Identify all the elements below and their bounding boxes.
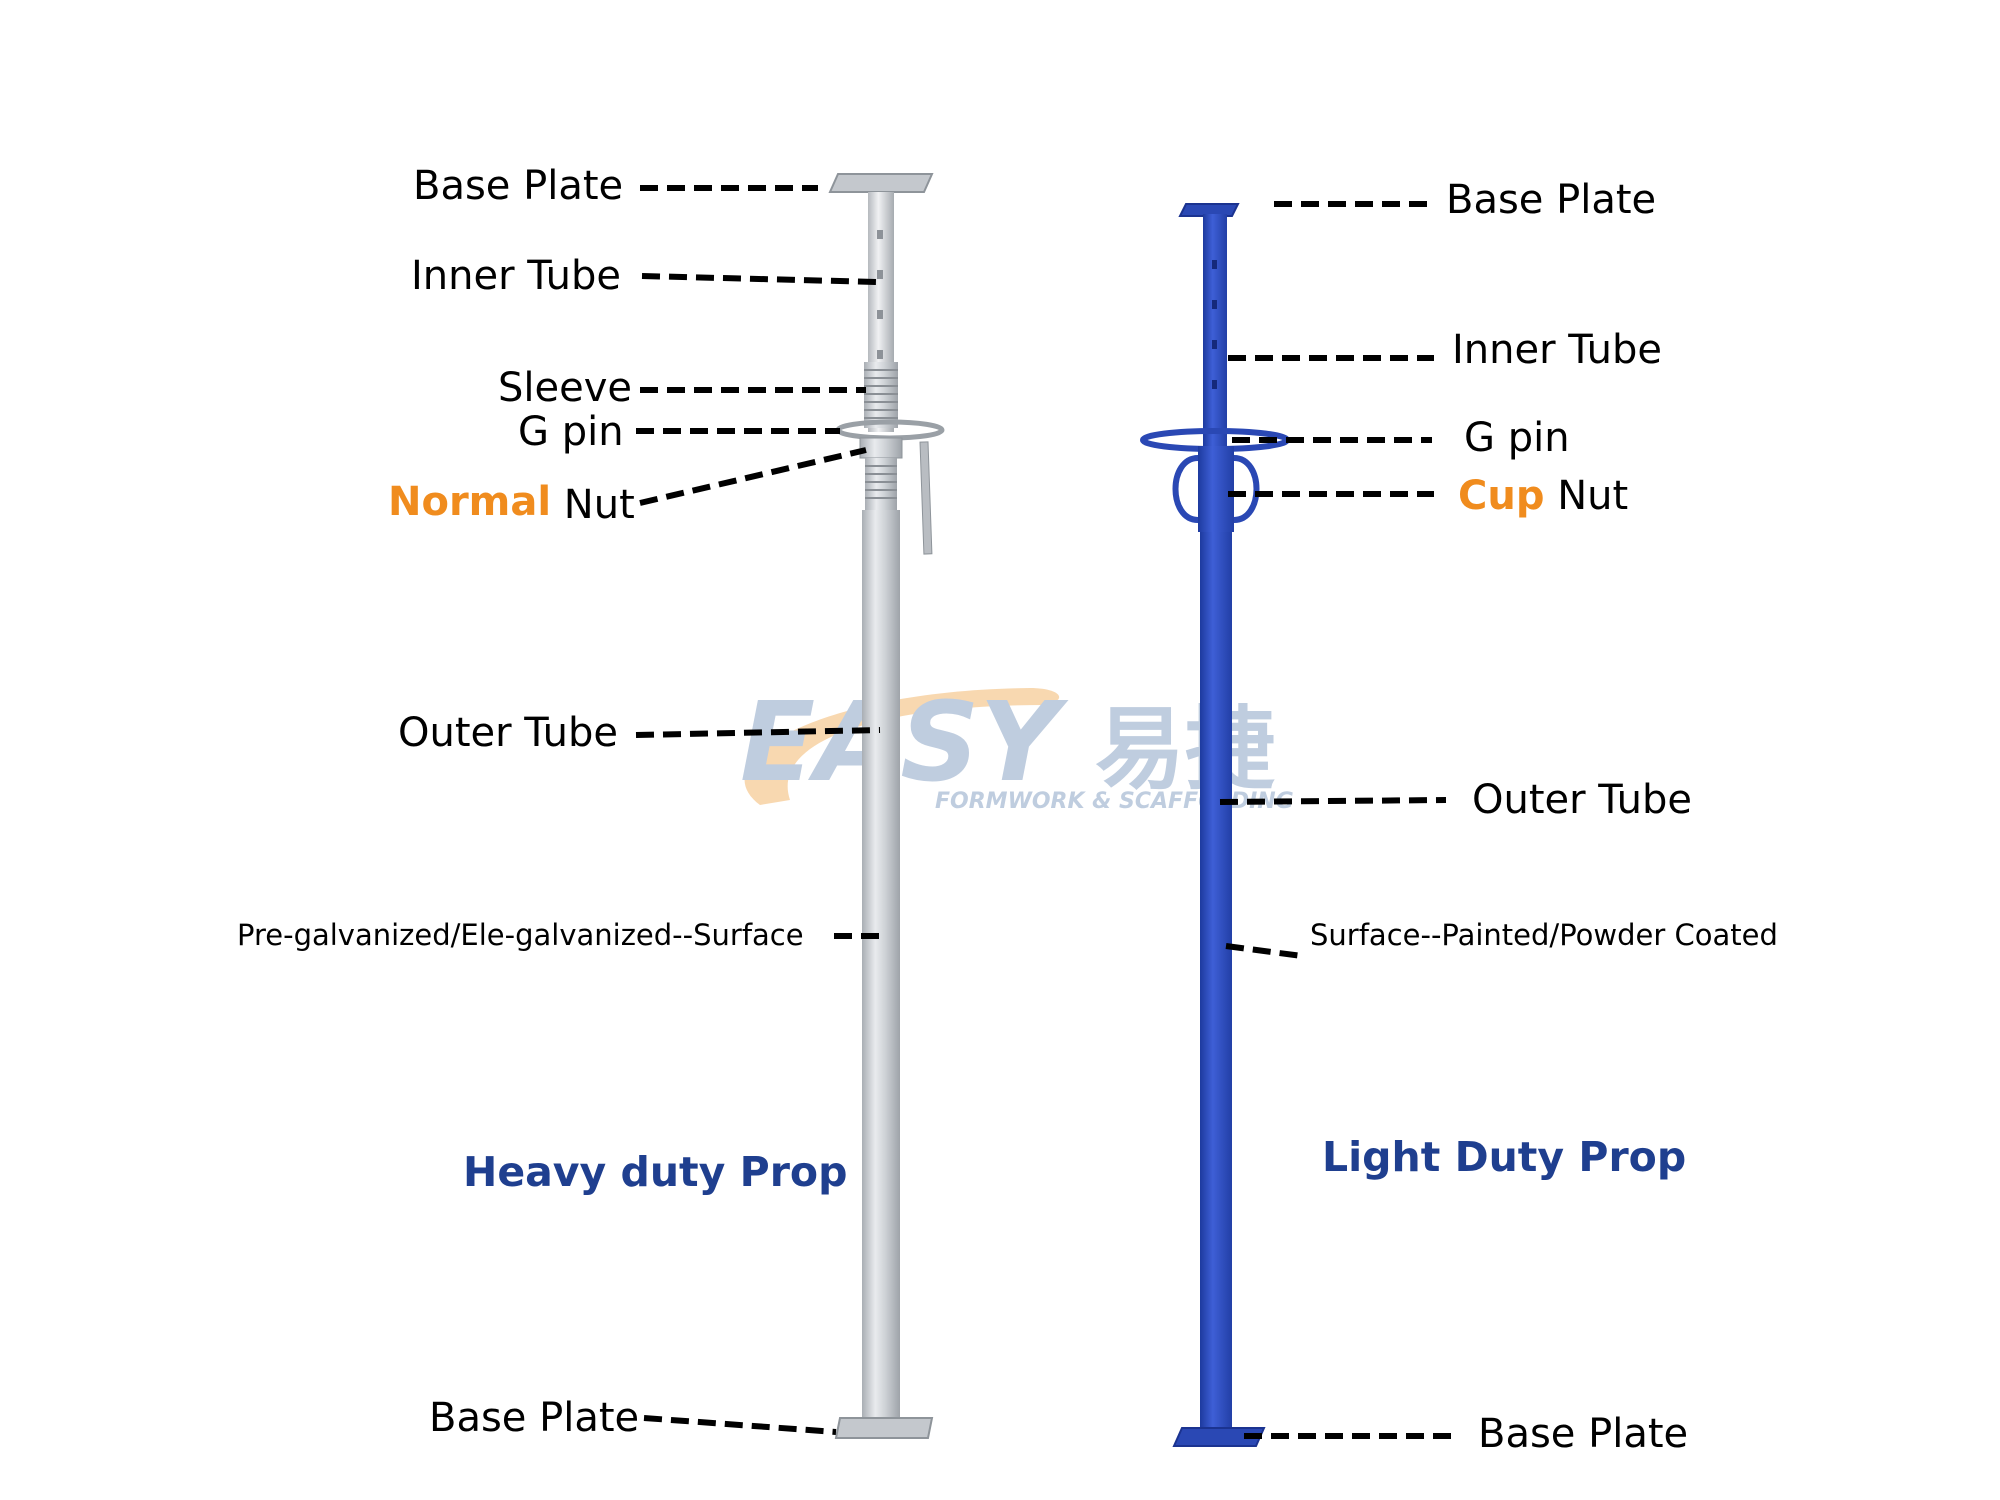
heavy-label-outer-tube: Outer Tube [398,710,618,756]
leader-heavy-inner-tube [641,273,879,285]
light-outer-tube [1200,532,1232,1428]
light-label-g-pin: G pin [1464,415,1570,461]
light-title: Light Duty Prop [1322,1133,1687,1181]
watermark: EASY 易捷 FORMWORK & SCAFFOLDING [740,678,1294,814]
watermark-swoosh [744,688,1060,805]
leader-light-surface [1225,943,1303,959]
heavy-title: Heavy duty Prop [463,1148,848,1196]
heavy-duty-prop [828,173,945,1439]
light-cup-nut-handle-left [1172,455,1199,523]
light-cup-nut [1198,446,1234,532]
heavy-bottom-base-plate [834,1417,934,1439]
heavy-sleeve-threads [864,369,898,419]
heavy-top-base-plate [828,173,934,193]
heavy-nut-word: Nut [563,482,635,528]
leader-lines [635,185,1452,1439]
heavy-label-inner-tube: Inner Tube [411,253,621,299]
light-nut-type: Cup [1458,473,1545,519]
heavy-thread-lines [865,465,897,499]
heavy-nut-type: Normal [388,479,552,525]
watermark-brand: EASY [740,678,1068,806]
light-duty-prop [1140,203,1290,1447]
heavy-label-base-plate-bottom: Base Plate [429,1395,640,1441]
heavy-label-sleeve: Sleeve [498,365,633,411]
light-inner-tube [1203,214,1227,450]
heavy-inner-tube-holes [877,230,883,359]
light-bottom-base-plate [1172,1427,1266,1447]
light-nut-word: Nut [1557,473,1629,519]
leader-heavy-nut [639,447,867,506]
heavy-normal-nut [859,437,903,459]
watermark-tagline: FORMWORK & SCAFFOLDING [935,789,1294,814]
heavy-label-base-plate-top: Base Plate [413,163,624,209]
leader-heavy-outer-tube [635,727,881,738]
heavy-label-g-pin: G pin [518,409,624,455]
light-label-inner-tube: Inner Tube [1452,327,1662,373]
light-label-surface: Surface--Painted/Powder Coated [1310,918,1778,952]
leader-light-outer-tube [1219,797,1447,805]
heavy-label-nut: Normal Nut [388,479,635,525]
watermark-cjk: 易捷 [1095,697,1275,802]
light-cup-nut-handle-right [1233,455,1260,523]
leader-heavy-base-plate-bottom [643,1415,837,1435]
light-inner-tube-holes [1212,260,1217,389]
light-label-base-plate-top: Base Plate [1446,177,1657,223]
heavy-label-surface: Pre-galvanized/Ele-galvanized--Surface [237,918,804,952]
light-top-base-plate [1178,203,1240,217]
light-label-outer-tube: Outer Tube [1472,777,1692,823]
light-label-nut: Cup Nut [1458,476,1628,516]
light-label-base-plate-bottom: Base Plate [1478,1411,1689,1457]
heavy-outer-tube [862,510,900,1418]
heavy-nut-handle [919,441,933,555]
